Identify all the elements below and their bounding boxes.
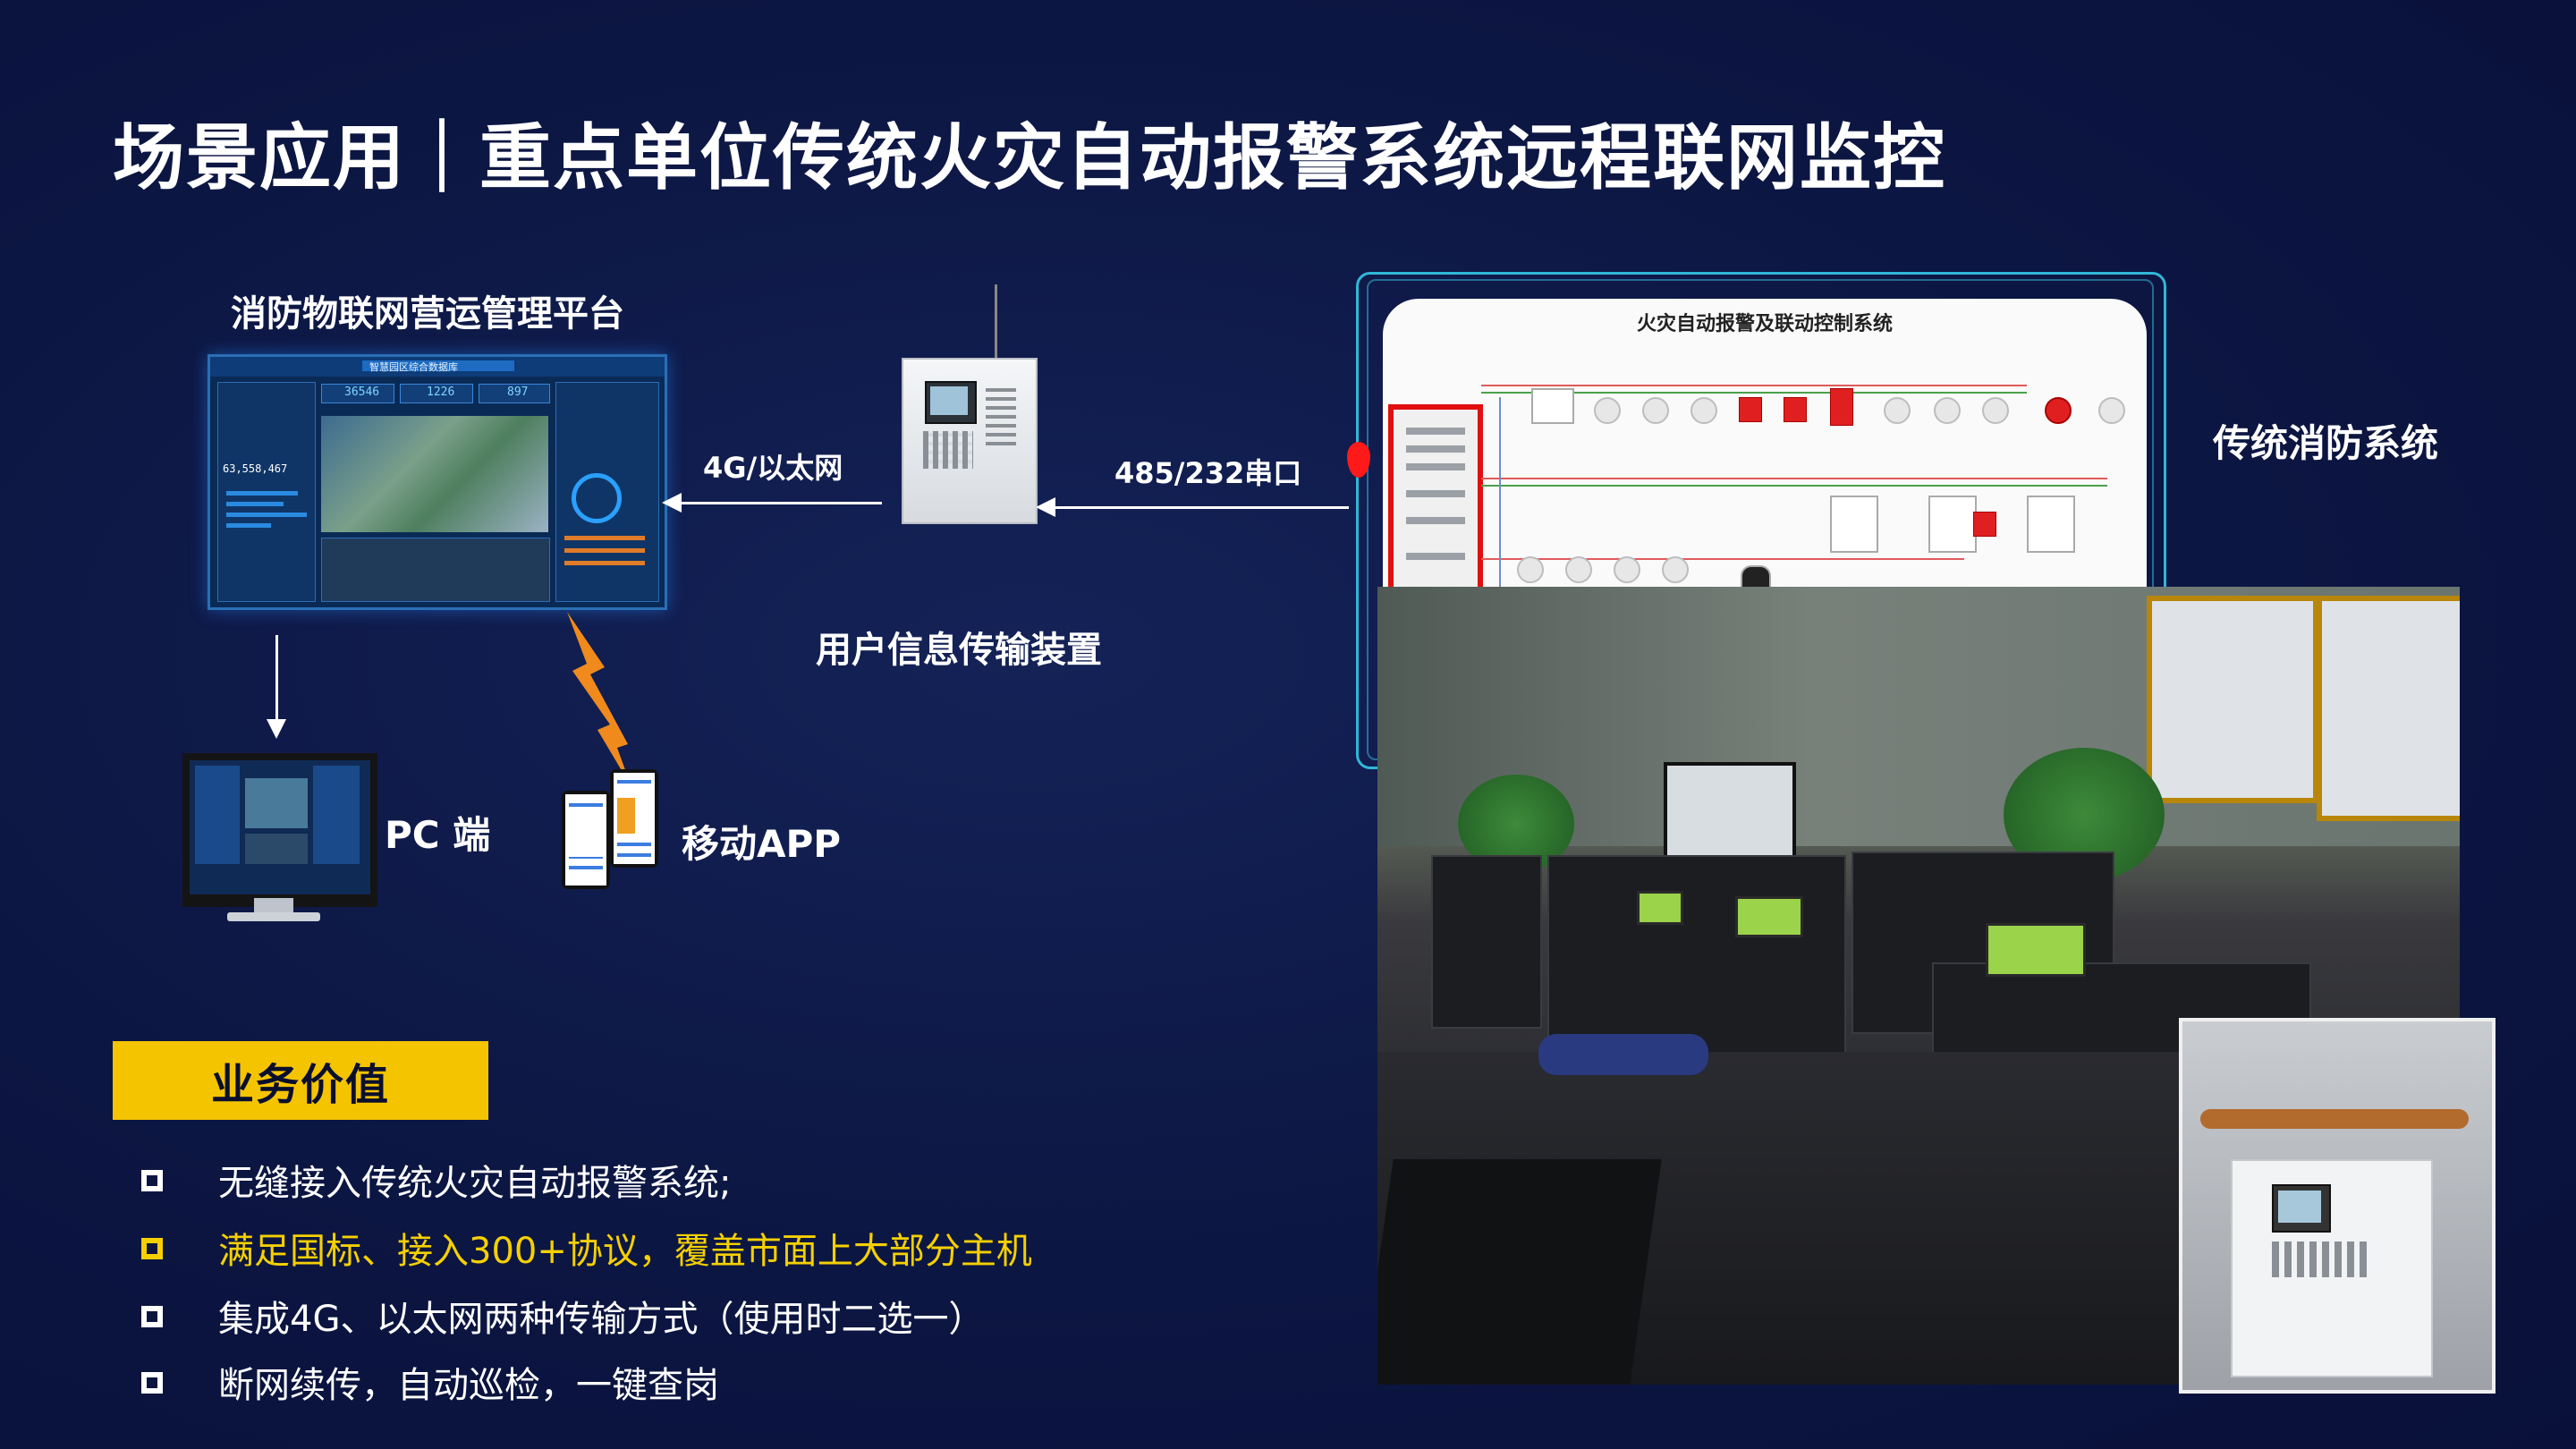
value-item-4: 断网续传，自动巡检，一键查岗: [218, 1365, 719, 1406]
platform-label: 消防物联网营运管理平台: [231, 293, 624, 335]
value-item-3: 集成4G、以太网两种传输方式（使用时二选一）: [218, 1299, 985, 1340]
network-arrow-line: [680, 502, 882, 504]
stat-value-2: 1226: [427, 386, 455, 399]
installed-device-photo: [2179, 1018, 2496, 1394]
pc-arrow-head: [267, 719, 286, 739]
device-label: 用户信息传输装置: [816, 630, 1102, 671]
phone-1: [562, 791, 610, 889]
serial-arrow-line: [1054, 506, 1349, 509]
pc-monitor: [182, 753, 377, 907]
traditional-system-label: 传统消防系统: [2213, 421, 2439, 465]
network-arrow-head: [662, 493, 682, 513]
serial-label: 485/232串口: [1114, 456, 1302, 490]
page-title: 场景应用｜重点单位传统火灾自动报警系统远程联网监控: [113, 116, 1946, 199]
value-item-1: 无缝接入传统火灾自动报警系统;: [218, 1163, 732, 1204]
dashboard-map: [321, 416, 548, 532]
app-label: 移动APP: [682, 822, 842, 866]
stat-value-3: 897: [507, 386, 529, 399]
checkbox-icon: [141, 1238, 163, 1259]
platform-dashboard[interactable]: 智慧园区综合数据库 36546 1226 897 63,558,467: [208, 354, 667, 610]
gauge: [572, 473, 622, 523]
camera-grid: [321, 538, 550, 602]
serial-arrow-head: [1036, 497, 1055, 517]
dashboard-header-title: 智慧园区综合数据库: [369, 361, 458, 373]
pc-label: PC 端: [385, 813, 491, 857]
pc-stand: [254, 898, 293, 914]
wireless-lightning-icon: [567, 612, 631, 787]
pc-arrow-line: [275, 635, 278, 721]
phone-2: [610, 769, 658, 868]
business-value-tag: 业务价值: [113, 1041, 488, 1120]
big-stat: 63,558,467: [223, 462, 288, 475]
checkbox-icon: [141, 1306, 163, 1327]
diagram-title: 火灾自动报警及联动控制系统: [1636, 313, 1893, 335]
network-label: 4G/以太网: [703, 451, 843, 485]
dashboard-header: 智慧园区综合数据库: [210, 357, 665, 377]
checkbox-icon: [141, 1372, 163, 1394]
checkbox-icon: [141, 1170, 163, 1191]
pc-base: [227, 912, 320, 921]
value-item-2: 满足国标、接入300+协议，覆盖市面上大部分主机: [218, 1231, 1032, 1272]
alert-marker: [1347, 442, 1370, 478]
stat-value-1: 36546: [344, 386, 380, 399]
device-antenna: [995, 284, 997, 360]
transmission-device: [902, 358, 1038, 524]
